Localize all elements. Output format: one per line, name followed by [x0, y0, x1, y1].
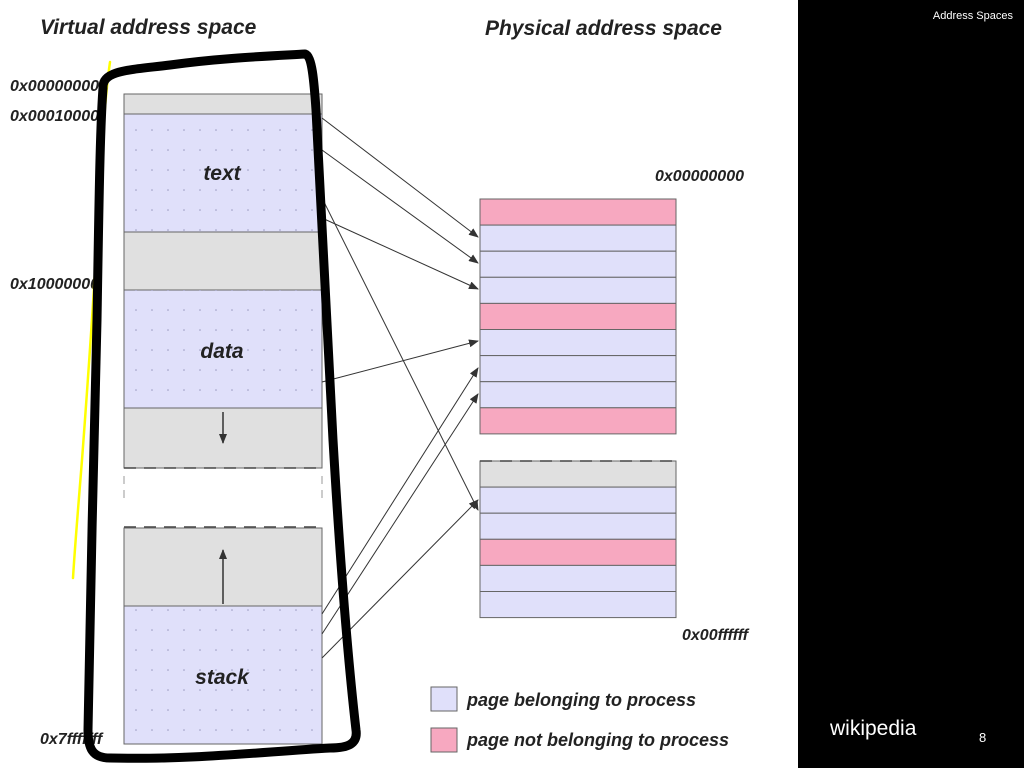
physical-upper-frame-1-not-process: [479, 198, 677, 226]
virtual-reserved-block: [123, 93, 323, 115]
hand-drawn-highlight-outline: [83, 49, 361, 763]
physical-address-start-label: 0x00000000: [655, 168, 744, 185]
physical-lower-frame-3-process: [479, 512, 677, 540]
legend: page belonging to process page not belon…: [430, 686, 729, 753]
physical-lower-frame-6-process: [479, 591, 677, 619]
source-attribution: wikipedia: [830, 717, 917, 740]
stack-segment-label: stack: [195, 666, 250, 689]
physical-address-end-label: 0x00ffffff: [682, 627, 750, 644]
physical-lower-frame-2-process: [479, 486, 677, 514]
text-segment-label: text: [203, 162, 241, 185]
legend-not-process-label: page not belonging to process: [466, 730, 729, 750]
physical-upper-frame-4-process: [479, 276, 677, 304]
page-mapping-arrows: [321, 117, 479, 659]
legend-process-label: page belonging to process: [466, 690, 696, 710]
mapping-arrow-stack-2: [321, 393, 479, 635]
physical-upper-frame-3-process: [479, 250, 677, 278]
physical-upper-frame-7-process: [479, 355, 677, 383]
legend-not-process-swatch: [430, 727, 458, 753]
mapping-arrow-data: [321, 339, 479, 383]
virtual-address-data-start-label: 0x10000000: [10, 276, 99, 293]
virtual-address-text-start-label: 0x00010000: [10, 108, 99, 125]
virtual-gap-block: [123, 231, 323, 291]
physical-lower-frame-1-unused: [479, 460, 677, 488]
physical-upper-frame-9-not-process: [479, 407, 677, 435]
virtual-address-space-title: Virtual address space: [40, 16, 257, 39]
physical-upper-frame-8-process: [479, 381, 677, 409]
legend-process-swatch: [430, 686, 458, 712]
slide-page-number: 8: [979, 730, 987, 745]
virtual-address-column: text data stack: [123, 93, 323, 745]
mapping-arrow-text-2: [321, 149, 479, 264]
virtual-address-start-label: 0x00000000: [10, 78, 99, 95]
physical-memory-frames: [479, 198, 677, 619]
mapping-arrow-text-3: [321, 217, 479, 290]
physical-upper-frame-6-process: [479, 329, 677, 357]
slide-corner-title: Address Spaces: [932, 10, 1013, 22]
virtual-unmapped-gap: [124, 469, 322, 527]
mapping-arrow-text-1: [321, 117, 479, 238]
mapping-arrow-text-4: [321, 197, 479, 511]
mapping-arrow-stack-1: [321, 367, 479, 615]
physical-upper-frame-2-process: [479, 224, 677, 252]
physical-address-space-title: Physical address space: [485, 17, 722, 40]
physical-lower-frame-4-not-process: [479, 538, 677, 566]
physical-upper-frame-5-not-process: [479, 302, 677, 330]
physical-lower-frame-5-process: [479, 564, 677, 593]
slide-content-area: [0, 0, 798, 768]
data-segment-label: data: [200, 340, 244, 363]
